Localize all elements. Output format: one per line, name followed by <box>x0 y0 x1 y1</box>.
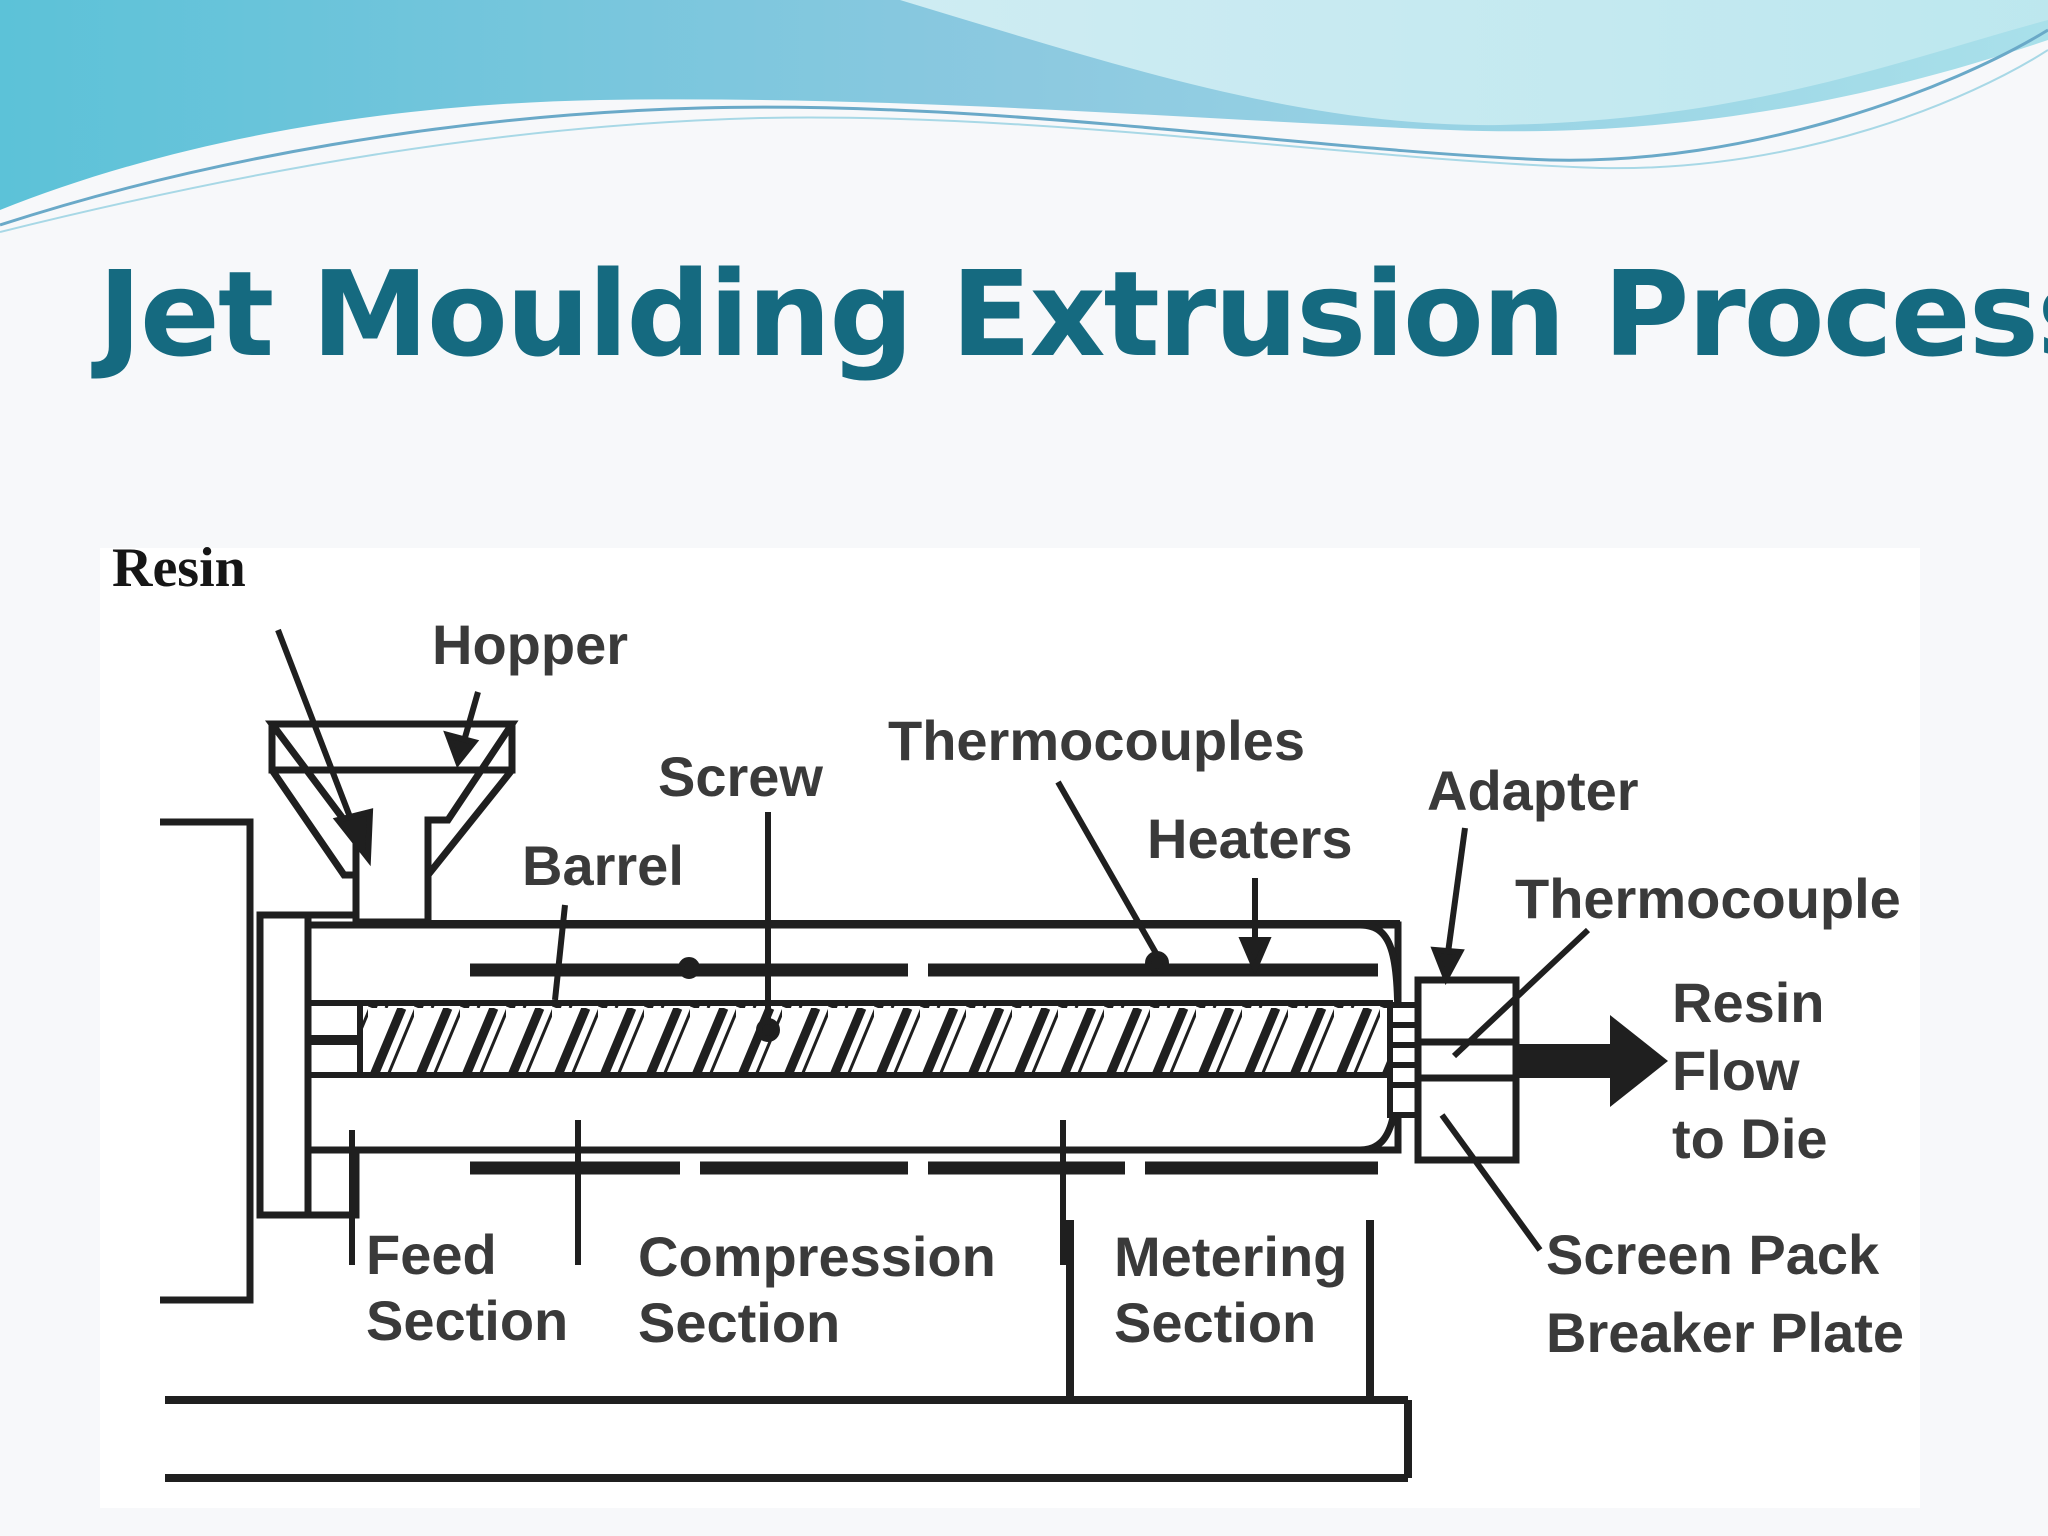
resin-flow-label-line1: Resin <box>1672 971 1825 1034</box>
resin-flow-label-line3: to Die <box>1672 1107 1828 1170</box>
compression-section-label-line1: Compression <box>638 1225 996 1288</box>
thermocouples-label: Thermocouples <box>888 709 1305 772</box>
adapter <box>1414 976 1520 1164</box>
frame-base <box>165 1220 1412 1482</box>
header-wave-decoration <box>0 0 2048 233</box>
resin-inlet-label: Resin <box>112 537 246 599</box>
metering-section-label-line1: Metering <box>1114 1225 1347 1288</box>
thermocouple-label: Thermocouple <box>1515 867 1901 930</box>
metering-section-label-line2: Section <box>1114 1291 1316 1354</box>
heaters-label: Heaters <box>1147 807 1352 870</box>
resin-flow-arrow <box>1516 1015 1668 1107</box>
breaker-plate <box>1387 1002 1421 1118</box>
screw <box>310 1000 1393 1078</box>
leader-lines <box>275 628 1591 1265</box>
wave-band-light <box>900 0 2048 126</box>
barrel-label: Barrel <box>522 834 684 897</box>
feed-section-label-line2: Section <box>366 1289 568 1352</box>
resin-flow-label-line2: Flow <box>1672 1039 1800 1102</box>
screen-pack-label-line1: Screen Pack <box>1546 1223 1880 1286</box>
adapter-label: Adapter <box>1427 759 1639 822</box>
hopper-label: Hopper <box>432 613 628 676</box>
wave-line <box>0 28 2048 227</box>
compression-section-label-line2: Section <box>638 1291 840 1354</box>
feed-section-label-line1: Feed <box>366 1223 497 1286</box>
screw-label: Screw <box>658 745 823 808</box>
slide-title: Jet Moulding Extrusion Process <box>98 245 2048 383</box>
screen-pack-label-line2: Breaker Plate <box>1546 1301 1904 1364</box>
wave-line-2 <box>0 49 2048 233</box>
